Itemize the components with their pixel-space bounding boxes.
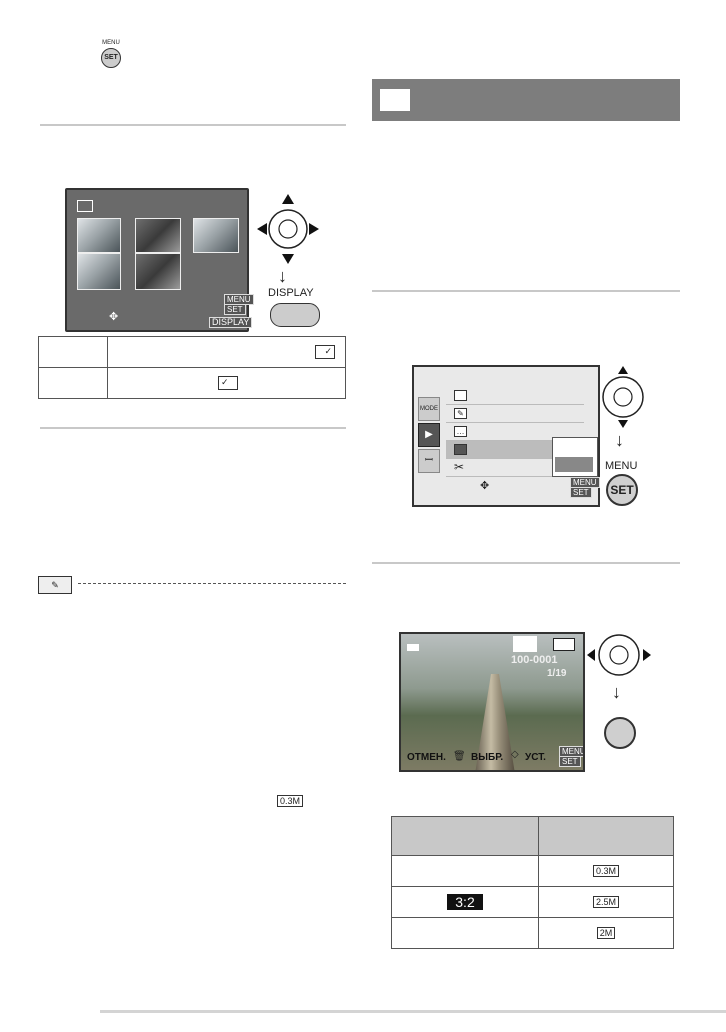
aspect-3-2-badge: 3:2 [447, 894, 483, 910]
print-set-icon: ✓ [315, 345, 335, 359]
menu-list: ✎ … ✂ [446, 383, 584, 483]
updown-icon: ◇ [511, 749, 519, 760]
table-header-row [391, 816, 674, 856]
size-tag: 2.5M [592, 896, 619, 908]
menu-row-3[interactable]: … [446, 423, 584, 441]
trash-icon: 🗑 [453, 751, 466, 762]
submenu-popup[interactable] [552, 437, 598, 477]
select-label: ВЫБР. [471, 752, 504, 763]
edit-icon: ✎ [454, 408, 467, 419]
nav-arrows-icon: ✥ [480, 480, 490, 492]
display-badge: DISPLAY [209, 317, 253, 328]
set-button[interactable]: SET [606, 474, 638, 506]
row-left [391, 855, 539, 887]
thumbnail-5[interactable] [135, 253, 181, 290]
size-0.3m-tag: 0.3M [277, 795, 304, 807]
mode-tab[interactable]: MODE [418, 397, 440, 421]
row-left [391, 917, 539, 949]
photo-mode-icon [407, 644, 419, 651]
display-label: DISPLAY [268, 287, 314, 299]
table-row: 2M [391, 917, 674, 949]
section-rule-3 [372, 290, 680, 292]
size-tag: 0.3M [592, 865, 619, 877]
note-dashed-divider [78, 583, 346, 584]
section-rule-2 [40, 427, 346, 429]
down-arrow-icon: ↓ [615, 430, 624, 450]
table-row: ✓ [38, 367, 346, 399]
frame-icon [454, 390, 467, 401]
section-rule-4 [372, 562, 680, 564]
wrench-tab[interactable]: ꟷ [418, 449, 440, 473]
print-set-icon: ✓ [218, 376, 238, 390]
set-badge: SET [224, 304, 246, 315]
photo-screen: 100-0001 1/19 ОТМЕН. 🗑 ВЫБР. ◇ УСТ. MENU… [399, 632, 585, 772]
dpad-icon[interactable] [585, 632, 653, 678]
set-badge: SET [559, 756, 581, 767]
menu-small-label: MENU [102, 40, 120, 46]
set-label: УСТ. [525, 752, 546, 763]
blank-button[interactable] [604, 717, 636, 749]
cut-icon: ✂ [454, 460, 465, 474]
play-tab[interactable]: ▶ [418, 423, 440, 447]
note-icon: ✎ [38, 576, 72, 594]
resize-icon: … [454, 426, 467, 437]
size-table: 0.3M 3:2 2.5M 2M [391, 816, 674, 949]
table-row: 3:2 2.5M [391, 886, 674, 918]
thumbnail-4[interactable] [77, 253, 121, 290]
set-badge: SET [570, 487, 592, 498]
nav-arrows-icon: ✥ [109, 311, 119, 323]
down-arrow-icon: ↓ [278, 266, 287, 286]
section-header-bar [372, 79, 680, 121]
menu-screen: MODE ▶ ꟷ ✎ … ✂ ✥ MENU SET [412, 365, 600, 507]
down-arrow-icon: ↓ [612, 682, 621, 702]
table-row: ✓ [38, 336, 346, 368]
display-button[interactable] [270, 303, 320, 327]
menu-row-2[interactable]: ✎ [446, 405, 584, 423]
trim-icon [454, 444, 467, 455]
thumbnail-2[interactable] [135, 218, 181, 253]
file-number: 100-0001 [511, 654, 558, 666]
menu-set-small-icon: MENU SET [96, 40, 126, 70]
menu-row-5[interactable]: ✂ [446, 459, 584, 477]
submenu-selected[interactable] [555, 457, 593, 472]
thumbnail-3[interactable] [193, 218, 239, 253]
menu-label: MENU [605, 460, 638, 472]
frame-icon [77, 200, 93, 212]
menu-row-1[interactable] [446, 387, 584, 405]
thumbnail-1[interactable] [77, 218, 121, 253]
thumbnail-screen: ✥ MENU SET DISPLAY [65, 188, 254, 332]
section-rule-1 [40, 124, 346, 126]
section-number-box [380, 89, 410, 111]
size-tag: 2M [596, 927, 616, 939]
footer-rule [100, 1010, 726, 1013]
dpad-icon[interactable] [600, 364, 646, 430]
battery-icon [553, 638, 575, 651]
dpad-icon[interactable] [255, 192, 321, 266]
frame-count: 1/19 [547, 668, 567, 679]
table-row: 0.3M [391, 855, 674, 887]
cancel-label: ОТМЕН. [407, 752, 446, 763]
menu-row-4[interactable] [446, 441, 584, 459]
white-box-icon [513, 636, 537, 652]
set-small-circle: SET [101, 48, 121, 68]
options-table: ✓ ✓ [38, 336, 346, 399]
